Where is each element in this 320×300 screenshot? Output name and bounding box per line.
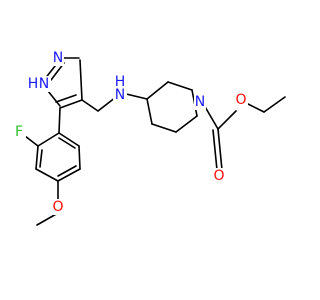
structure-canvas: N H N H N N O O F O xyxy=(12,50,286,226)
atom-label-pyrazole-nh: H N xyxy=(27,76,51,92)
bond xyxy=(57,165,77,177)
label-h: H xyxy=(115,74,126,90)
atom-label-amine-nh: H N xyxy=(113,74,127,108)
bond xyxy=(35,145,39,170)
atom-label-fluorine: F xyxy=(12,124,26,140)
label-o: O xyxy=(52,199,63,215)
bond xyxy=(167,81,193,91)
bond xyxy=(57,168,81,182)
methylene-linker xyxy=(81,96,117,112)
bond xyxy=(125,93,148,100)
label-n: N xyxy=(115,87,125,103)
label-n: N xyxy=(39,76,49,92)
bond xyxy=(39,149,43,168)
atom-label-pyrazole-n-top: N xyxy=(52,50,64,66)
bond xyxy=(37,132,60,147)
bond xyxy=(35,168,59,182)
molecule-diagram: N H N H N N O O F O xyxy=(12,50,286,226)
bond xyxy=(81,99,99,112)
bond xyxy=(79,59,83,101)
bond xyxy=(58,132,80,147)
aryl-ring xyxy=(35,107,81,182)
label-h: H xyxy=(28,76,39,92)
bond xyxy=(217,128,223,171)
bond xyxy=(212,129,218,171)
label-n: N xyxy=(53,50,63,66)
bond xyxy=(58,107,61,134)
label-n: N xyxy=(195,94,205,110)
atom-label-piperidine-n: N xyxy=(194,94,206,110)
bond xyxy=(151,123,177,133)
bond xyxy=(146,81,169,100)
bond xyxy=(55,94,77,103)
bond xyxy=(24,135,39,147)
label-o: O xyxy=(213,168,224,184)
atom-label-carbonyl-o: O xyxy=(212,168,226,184)
label-o: O xyxy=(235,92,246,108)
bond xyxy=(217,110,237,130)
bond xyxy=(78,145,81,170)
atom-label-methoxy-o: O xyxy=(51,199,65,215)
bond xyxy=(58,137,76,149)
carbamate-group xyxy=(203,96,286,171)
bond xyxy=(263,96,286,113)
atom-label-ester-o: O xyxy=(234,92,248,108)
bond xyxy=(203,104,219,130)
bond xyxy=(245,102,265,113)
label-f: F xyxy=(15,124,23,140)
piperidine-ring xyxy=(146,81,198,133)
bond xyxy=(175,115,198,133)
bond xyxy=(59,99,83,109)
bond xyxy=(146,98,153,125)
